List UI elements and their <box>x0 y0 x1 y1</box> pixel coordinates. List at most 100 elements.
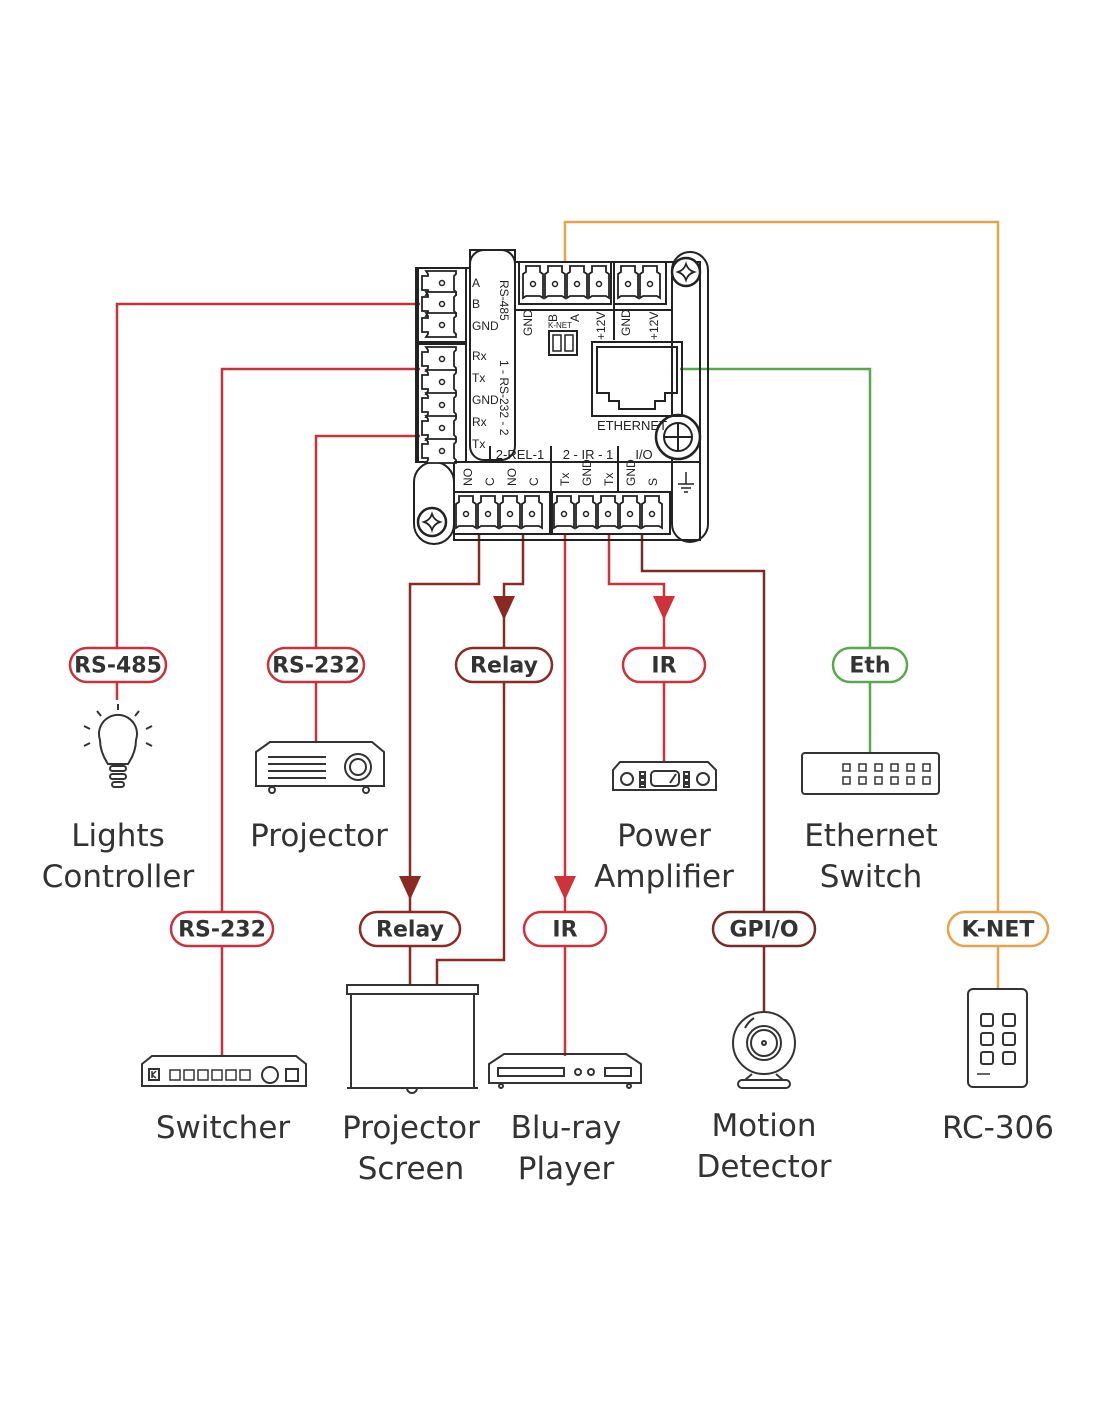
rs232-pin-label: Rx <box>472 415 487 429</box>
switch-port <box>842 776 851 785</box>
switcher-button <box>225 1069 237 1081</box>
terminal-pin <box>499 495 521 530</box>
device-label-motion-1: Motion <box>711 1108 816 1144</box>
arrow-ir-amp <box>653 596 675 620</box>
tag-pill-eth: Eth <box>831 646 909 684</box>
jumper-pin <box>552 334 562 352</box>
tag-pill-border <box>946 910 1050 948</box>
tag-pill-border <box>711 910 817 948</box>
tag-pill-bluray: IR <box>522 910 608 948</box>
device-label-motion-2: Detector <box>696 1149 831 1185</box>
terminal-pin <box>421 346 457 372</box>
switcher-button <box>197 1069 209 1081</box>
tag-pill-switcher: RS-232 <box>169 910 275 948</box>
terminal-pin <box>588 265 610 300</box>
tag-pill-amp: IR <box>621 646 707 684</box>
ir-pin-label: GND <box>580 459 594 486</box>
wire-rs232-switcher <box>220 367 420 912</box>
screw-bottom-left <box>416 506 448 538</box>
tag-pill-border <box>358 910 462 948</box>
terminal-pin <box>544 265 566 300</box>
switch-port <box>922 776 931 785</box>
tag-pill-label: RS-485 <box>74 654 162 679</box>
tag-pill-rc306: K-NET <box>946 910 1050 948</box>
switch-port <box>890 763 899 772</box>
terminal-pin <box>521 495 543 530</box>
terminal-pin <box>522 265 544 300</box>
tag-pill-label: IR <box>651 654 676 679</box>
terminal-pin <box>597 495 619 530</box>
rs485-terminal-block <box>417 267 467 343</box>
terminal-pin <box>421 369 457 395</box>
terminal-pin <box>553 495 575 530</box>
tag-pill-label: RS-232 <box>178 918 266 943</box>
rs485-pin-label: B <box>472 297 480 311</box>
knet-terminal-block <box>518 261 612 305</box>
arrowheads <box>399 596 675 900</box>
terminal-pin <box>421 438 457 464</box>
switch-port <box>874 776 883 785</box>
power-pin-label: +12V <box>647 312 661 340</box>
terminal-pin <box>421 392 457 418</box>
knet-pin-label: +12V <box>594 312 608 340</box>
terminal-pin <box>617 265 639 300</box>
terminal-pin <box>619 495 641 530</box>
switch-ports <box>842 763 931 785</box>
motion-detector-icon <box>732 1011 796 1089</box>
io-pin-label: GND <box>624 459 638 486</box>
arrow-relay-screen <box>399 876 421 900</box>
rs485-pin-label: GND <box>472 319 499 333</box>
switch-port <box>858 763 867 772</box>
switch-port <box>858 776 867 785</box>
knet-title: K-NET <box>548 321 572 330</box>
rs485-title: RS-485 <box>497 280 511 321</box>
relay-pin-label: C <box>483 477 497 486</box>
ethernet-switch-icon <box>801 752 940 795</box>
terminal-pin <box>455 495 477 530</box>
top-pins <box>522 265 661 300</box>
io-pin-label: S <box>646 478 660 486</box>
wire-gpio-motion <box>640 535 766 912</box>
switch-port <box>906 763 915 772</box>
terminal-pin <box>639 265 661 300</box>
tag-pill-motion: GPI/O <box>711 910 817 948</box>
tag-pill-label: K-NET <box>962 918 1035 943</box>
tag-pill-border <box>621 646 707 684</box>
knet-pin-label: A <box>568 314 582 322</box>
tag-pill-label: Relay <box>470 654 538 679</box>
terminal-pin <box>421 415 457 441</box>
power-terminal-block <box>613 261 667 305</box>
keypad-icon <box>967 988 1028 1088</box>
io-title: I/O <box>635 447 652 462</box>
device-label-switcher: Switcher <box>156 1110 291 1146</box>
wire-rs232-projector <box>314 434 420 648</box>
lightbulb-icon <box>83 704 153 788</box>
tag-pill-label: Eth <box>849 654 890 679</box>
switch-port <box>906 776 915 785</box>
switcher-buttons <box>169 1069 251 1081</box>
bottom-pins <box>455 495 663 530</box>
arrow-relay-top <box>493 596 515 620</box>
power-pin-label: GND <box>619 309 633 336</box>
screw-top-right <box>670 256 702 288</box>
wire-eth <box>680 367 872 648</box>
device-label-rc306: RC-306 <box>942 1110 1054 1146</box>
label-tab-left <box>469 249 516 461</box>
tag-pill-border <box>68 646 168 684</box>
device-label-screen-2: Screen <box>358 1151 465 1187</box>
wire-knet <box>563 220 1000 912</box>
switcher-button <box>239 1069 251 1081</box>
tag-pill-border <box>522 910 608 948</box>
ethernet-port <box>591 341 683 417</box>
ir-io-terminal-block <box>551 491 671 535</box>
projector-screen-icon <box>346 984 479 1094</box>
knet-pin-label: B <box>546 314 560 322</box>
device-label-amp-2: Amplifier <box>594 859 734 895</box>
terminal-pin <box>641 495 663 530</box>
device-label-eth-1: Ethernet <box>804 818 938 854</box>
device-label-screen-1: Projector <box>342 1110 480 1146</box>
rs232-title: 1 - RS-232 - 2 <box>497 360 511 436</box>
terminal-pin <box>566 265 588 300</box>
wire-rs485-lights <box>115 302 420 648</box>
